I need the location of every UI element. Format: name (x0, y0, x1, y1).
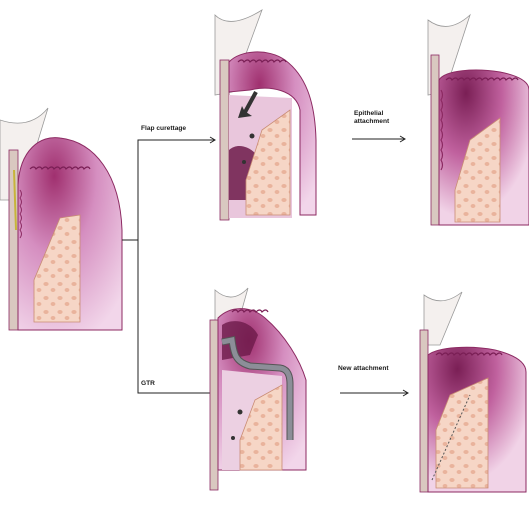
tooth-root (431, 55, 439, 225)
debris-particle (238, 410, 243, 415)
debris-particle (250, 134, 255, 139)
debris-particle (231, 436, 235, 440)
tooth-crown (424, 292, 462, 345)
panel-epithelial-attachment (428, 15, 529, 225)
panel-flap-curettage (215, 10, 316, 220)
tooth-root (220, 60, 229, 220)
tooth-root (210, 320, 218, 490)
panel-initial-defect (0, 108, 122, 330)
label-new-attachment: New attachment (338, 365, 389, 372)
arrow-to-epithelial-attachment (352, 136, 405, 142)
panel-new-attachment (420, 292, 526, 492)
tooth-root (420, 330, 428, 492)
label-epithelial-attachment: Epithelial attachment (354, 110, 390, 125)
label-flap-curettage: Flap curettage (141, 125, 186, 132)
label-gtr: GTR (141, 380, 155, 387)
arrow-to-new-attachment (340, 390, 408, 396)
branch-connector (122, 137, 215, 396)
panel-gtr (210, 288, 306, 490)
debris-particle (242, 160, 246, 164)
